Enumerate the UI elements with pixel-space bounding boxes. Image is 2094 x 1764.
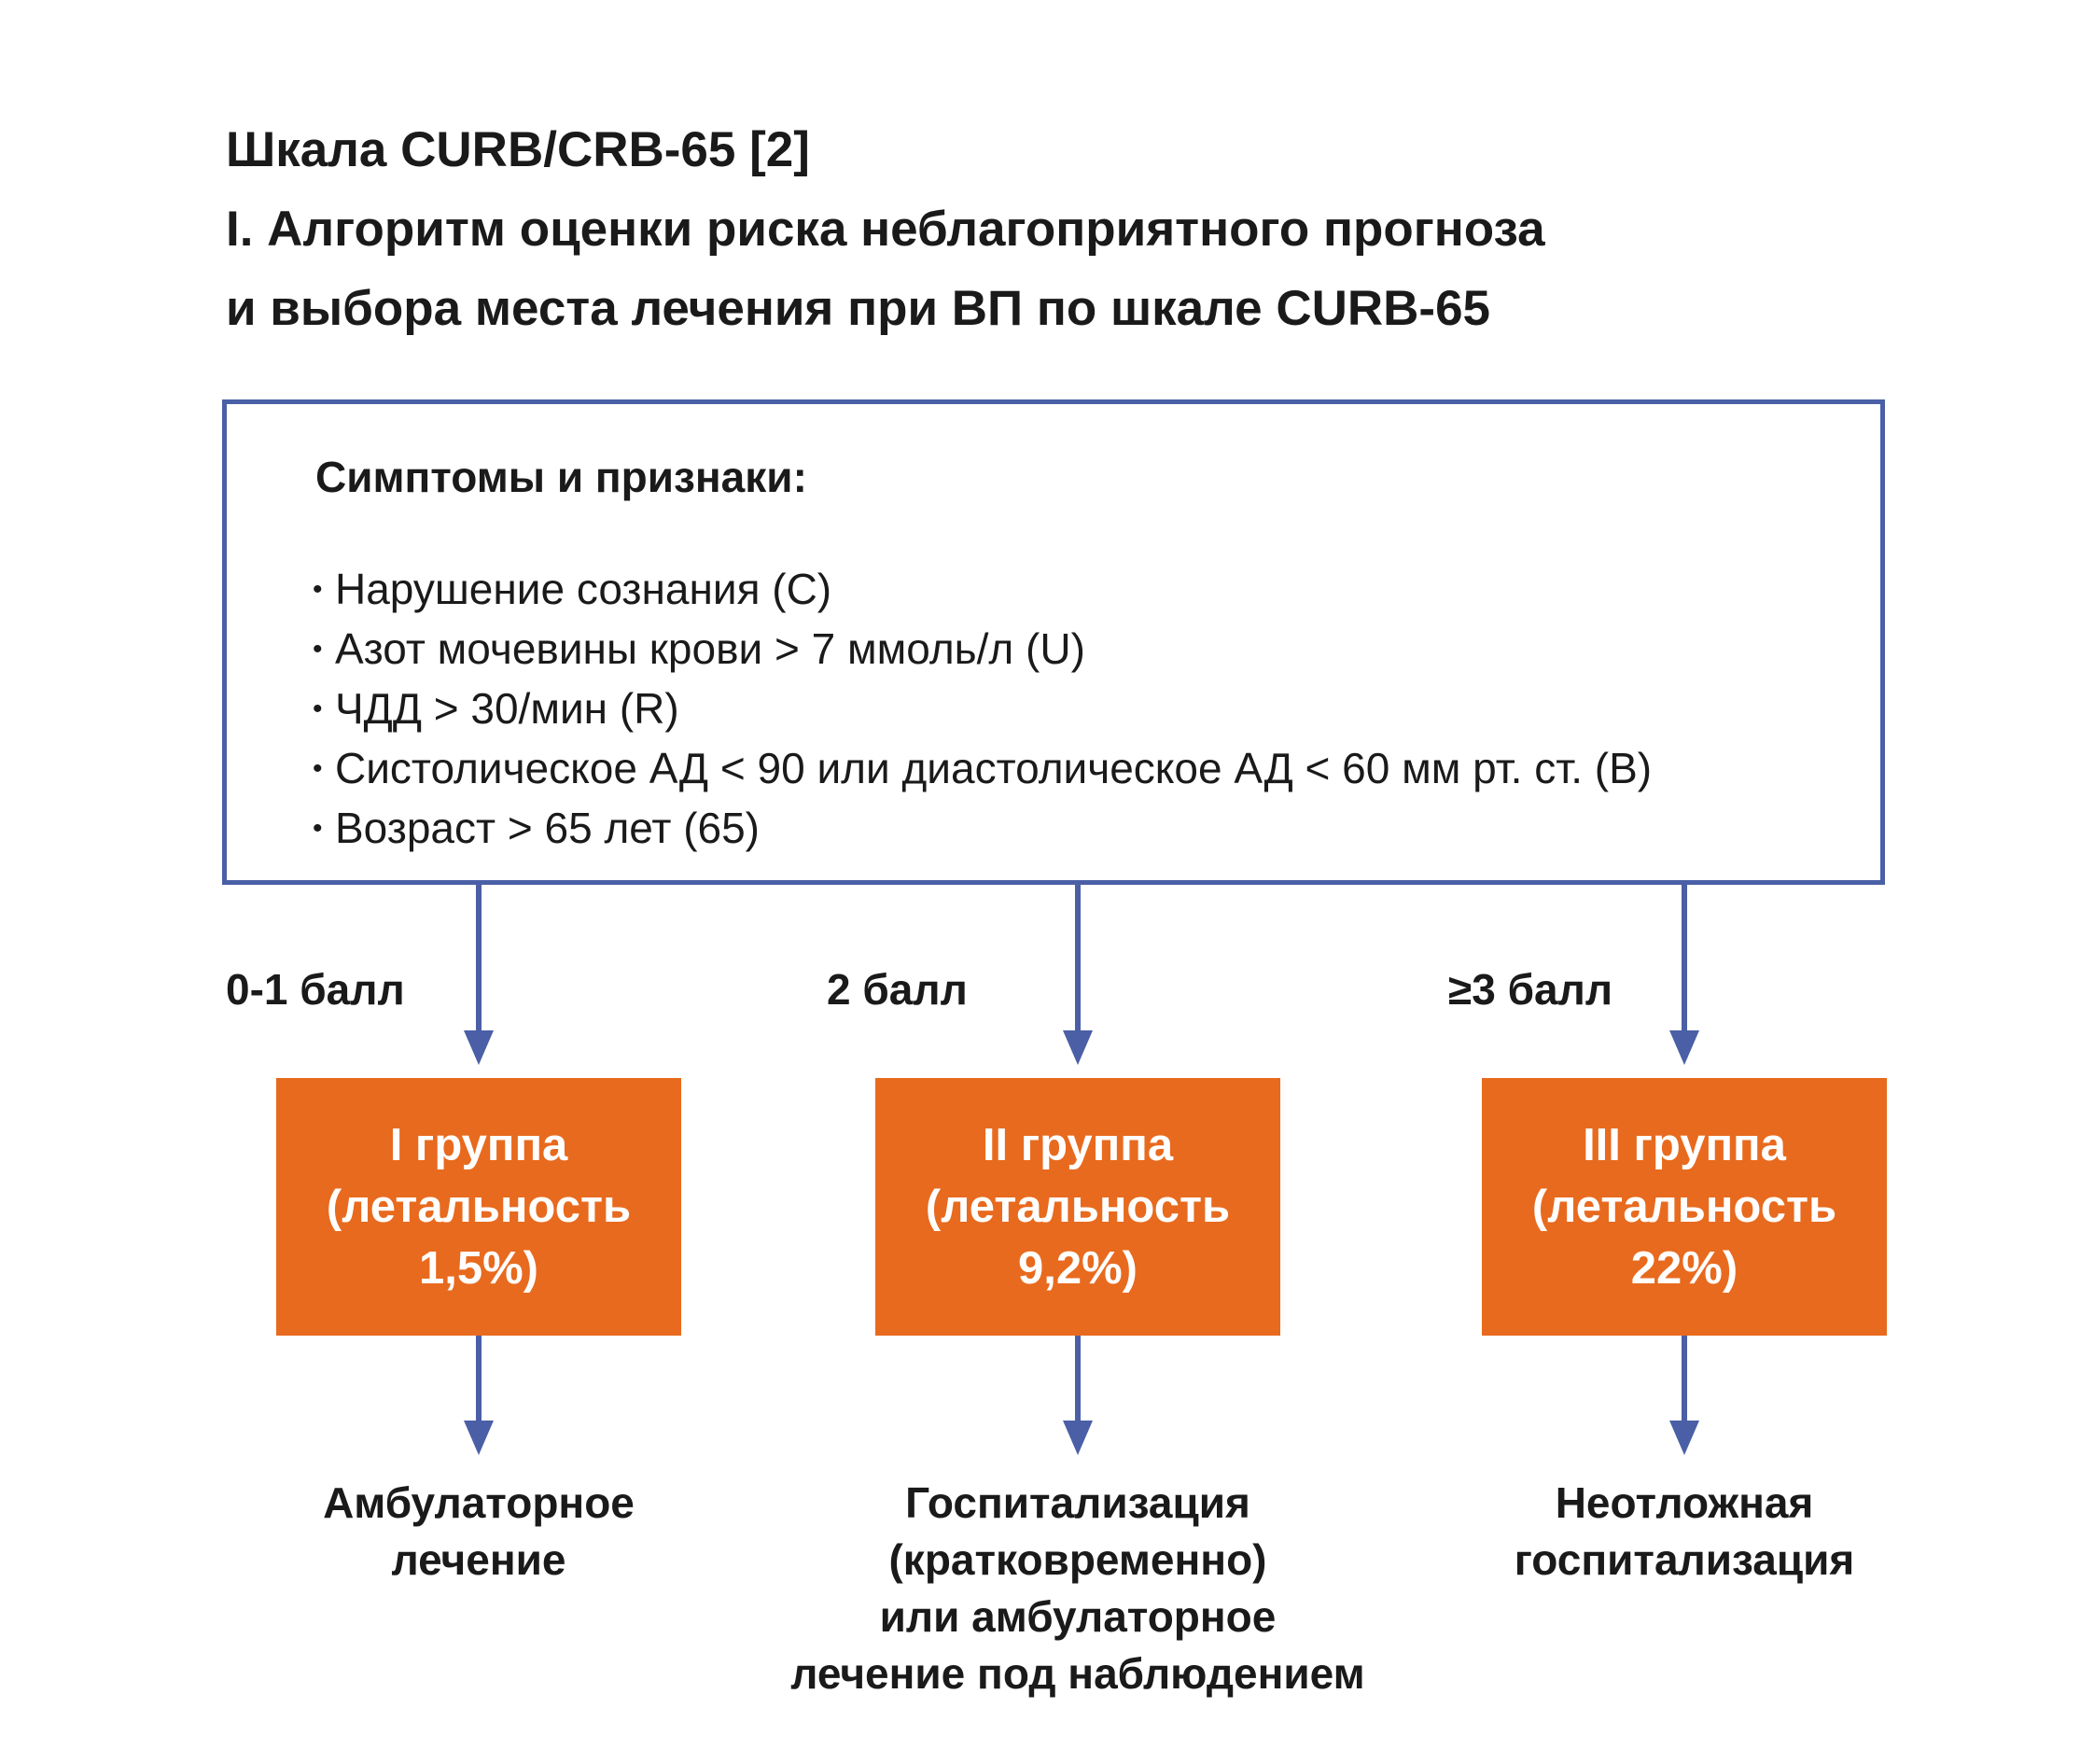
diagram-title: Шкала CURB/CRB-65 [2] I. Алгоритм оценки… bbox=[226, 110, 1906, 348]
arrowhead-icon bbox=[1669, 1030, 1699, 1065]
outcome-line: госпитализация bbox=[1514, 1535, 1855, 1584]
arrowhead-icon bbox=[1063, 1421, 1093, 1455]
outcome-line: лечение bbox=[391, 1535, 566, 1584]
symptom-item: • ЧДД > 30/мин (R) bbox=[313, 680, 1652, 740]
symptom-item: • Азот мочевины крови > 7 ммоль/л (U) bbox=[313, 621, 1652, 680]
title-line-1: Шкала CURB/CRB-65 [2] bbox=[226, 122, 810, 177]
title-line-3: и выбора места лечения при ВП по шкале C… bbox=[226, 281, 1491, 336]
group-box-2: II группа (летальность 9,2%) bbox=[875, 1078, 1280, 1336]
symptoms-list: • Нарушение сознания (С) • Азот мочевины к… bbox=[313, 561, 1652, 860]
symptom-item: • Нарушение сознания (С) bbox=[313, 561, 1652, 621]
outcome-group-2: Госпитализация (кратковременно) или амбу… bbox=[723, 1475, 1432, 1702]
group-mortality-value: 9,2%) bbox=[1017, 1243, 1138, 1294]
outcome-line: (кратковременно) bbox=[888, 1535, 1267, 1584]
symptoms-heading: Симптомы и признаки: bbox=[315, 453, 807, 501]
group-box-1: I группа (летальность 1,5%) bbox=[276, 1078, 681, 1336]
outcome-line: Неотложная bbox=[1555, 1478, 1814, 1527]
outcome-group-3: Неотложная госпитализация bbox=[1330, 1475, 2039, 1589]
group-mortality-label: (летальность bbox=[1531, 1182, 1837, 1232]
bullet-icon: • bbox=[313, 752, 323, 784]
outcome-line: лечение под наблюдением bbox=[790, 1649, 1365, 1698]
outcome-line: Амбулаторное bbox=[323, 1478, 635, 1527]
group-name: I группа bbox=[389, 1120, 568, 1170]
symptom-text: Нарушение сознания (С) bbox=[335, 565, 832, 613]
symptom-text: Возраст > 65 лет (65) bbox=[335, 804, 760, 853]
bullet-icon: • bbox=[313, 633, 323, 665]
group-mortality-label: (летальность bbox=[925, 1182, 1231, 1232]
outcome-group-1: Амбулаторное лечение bbox=[124, 1475, 833, 1589]
group-name: III группа bbox=[1583, 1120, 1786, 1170]
bullet-icon: • bbox=[313, 812, 323, 844]
arrowhead-icon bbox=[1063, 1030, 1093, 1065]
symptom-item: • Систолическое АД < 90 или диастолическо… bbox=[313, 740, 1652, 800]
outcome-line: Госпитализация bbox=[905, 1478, 1250, 1527]
group-mortality-label: (летальность bbox=[326, 1182, 632, 1232]
symptom-item: • Возраст > 65 лет (65) bbox=[313, 800, 1652, 860]
group-name: II группа bbox=[982, 1120, 1174, 1170]
outcome-line: или амбулаторное bbox=[879, 1592, 1277, 1641]
bullet-icon: • bbox=[313, 693, 323, 724]
symptom-text: Систолическое АД < 90 или диастолическое… bbox=[335, 744, 1653, 793]
score-label-group-2: 2 балл bbox=[827, 965, 968, 1014]
symptom-text: ЧДД > 30/мин (R) bbox=[335, 684, 679, 734]
symptoms-box: Симптомы и признаки: • Нарушение сознания… bbox=[222, 399, 1885, 885]
bullet-icon: • bbox=[313, 573, 323, 605]
group-box-3: III группа (летальность 22%) bbox=[1482, 1078, 1887, 1336]
score-label-group-3: ≥3 балл bbox=[1448, 965, 1613, 1014]
group-mortality-value: 22%) bbox=[1630, 1243, 1738, 1294]
arrowhead-icon bbox=[464, 1030, 494, 1065]
title-line-2: I. Алгоритм оценки риска неблагоприятног… bbox=[226, 202, 1545, 257]
arrowhead-icon bbox=[464, 1421, 494, 1455]
symptom-text: Азот мочевины крови > 7 ммоль/л (U) bbox=[335, 624, 1085, 674]
arrowhead-icon bbox=[1669, 1421, 1699, 1455]
score-label-group-1: 0-1 балл bbox=[226, 965, 405, 1014]
group-mortality-value: 1,5%) bbox=[418, 1243, 538, 1294]
